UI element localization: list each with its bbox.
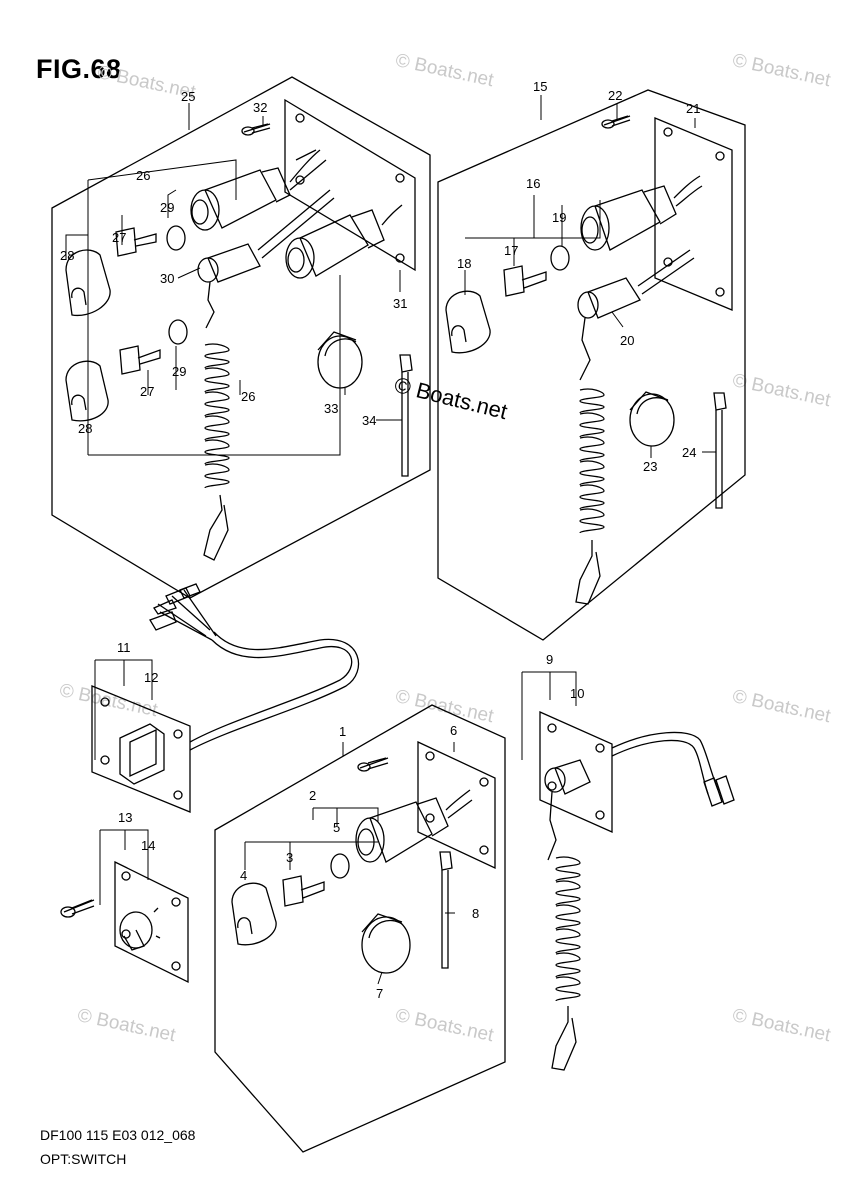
part-label-1: 1: [339, 724, 346, 739]
part-label-22: 22: [608, 88, 622, 103]
part-label-15: 15: [533, 79, 547, 94]
key-cap-4: [231, 882, 277, 946]
ring-29: [166, 225, 186, 251]
ring-5: [330, 853, 350, 879]
part-label-28: 28: [60, 248, 74, 263]
part-label-29: 29: [160, 200, 174, 215]
part-label-12: 12: [144, 670, 158, 685]
model-code: DF100 115 E03 012_068: [40, 1127, 196, 1143]
panel-31: [284, 98, 416, 272]
kit-15-boundary: [437, 89, 746, 641]
key-27b: [119, 345, 161, 375]
part-label-31: 31: [393, 296, 407, 311]
stop-switch-10: [544, 759, 591, 861]
cable-tie-34: [399, 354, 413, 477]
part-label-20: 20: [620, 333, 634, 348]
part-label-19: 19: [552, 210, 566, 225]
lanyard-coil: [203, 343, 230, 561]
rotary-switch-14: [119, 907, 161, 951]
panel-10: [539, 710, 613, 834]
stop-switch-20: [577, 249, 695, 381]
screw-32: [241, 123, 271, 136]
part-label-34: 34: [362, 413, 376, 428]
panel-6: [417, 740, 496, 870]
screw-1: [357, 757, 389, 772]
part-label-26: 26: [136, 168, 150, 183]
toggle-switch-12: [119, 723, 165, 785]
wire-harness-11: [149, 583, 360, 751]
stop-switch-30: [197, 189, 335, 329]
screw-13: [60, 899, 95, 918]
part-label-16: 16: [526, 176, 540, 191]
part-label-13: 13: [118, 810, 132, 825]
part-label-27: 27: [140, 384, 154, 399]
part-label-30: 30: [160, 271, 174, 286]
part-label-18: 18: [457, 256, 471, 271]
part-label-7: 7: [376, 986, 383, 1001]
part-label-3: 3: [286, 850, 293, 865]
key-cap-18: [445, 290, 491, 354]
part-label-17: 17: [504, 243, 518, 258]
part-label-10: 10: [570, 686, 584, 701]
panel-14: [114, 860, 189, 984]
cable-tie-8: [439, 851, 453, 969]
part-label-11: 11: [117, 640, 131, 655]
lanyard-coil-9: [551, 856, 581, 1071]
screw-22: [601, 115, 631, 129]
key-cap-28: [65, 249, 111, 317]
part-label-28: 28: [78, 421, 92, 436]
kit-25-boundary: [51, 76, 431, 599]
key-cap-28b: [65, 360, 109, 422]
cap-23: [629, 391, 675, 447]
part-label-5: 5: [333, 820, 340, 835]
panel-12: [91, 685, 191, 813]
part-label-29: 29: [172, 364, 186, 379]
ignition-switch-2: [355, 789, 473, 863]
key-27: [115, 227, 157, 257]
part-label-2: 2: [309, 788, 316, 803]
part-label-27: 27: [112, 230, 126, 245]
key-3: [282, 875, 325, 907]
part-label-23: 23: [643, 459, 657, 474]
ignition-switch-26b: [285, 204, 403, 279]
part-label-24: 24: [682, 445, 696, 460]
part-label-26: 26: [241, 389, 255, 404]
cable-tie-24: [713, 392, 727, 509]
cap-7: [361, 913, 411, 974]
part-label-6: 6: [450, 723, 457, 738]
wire-harness-10: [611, 731, 735, 807]
part-label-8: 8: [472, 906, 479, 921]
section-name: OPT:SWITCH: [40, 1151, 127, 1167]
ring-29b: [168, 319, 188, 345]
part-label-32: 32: [253, 100, 267, 115]
ignition-switch-16: [580, 175, 703, 251]
lanyard-coil-20: [575, 388, 605, 605]
part-label-14: 14: [141, 838, 155, 853]
part-label-33: 33: [324, 401, 338, 416]
part-label-4: 4: [240, 868, 247, 883]
ignition-switch-26: [190, 149, 327, 231]
part-label-9: 9: [546, 652, 553, 667]
part-label-25: 25: [181, 89, 195, 104]
ring-19: [550, 245, 570, 271]
figure-title: FIG.68: [36, 54, 122, 84]
key-17: [503, 265, 547, 297]
panel-21: [654, 117, 733, 311]
part-label-21: 21: [686, 101, 700, 116]
kit-1-boundary: [214, 704, 506, 1153]
